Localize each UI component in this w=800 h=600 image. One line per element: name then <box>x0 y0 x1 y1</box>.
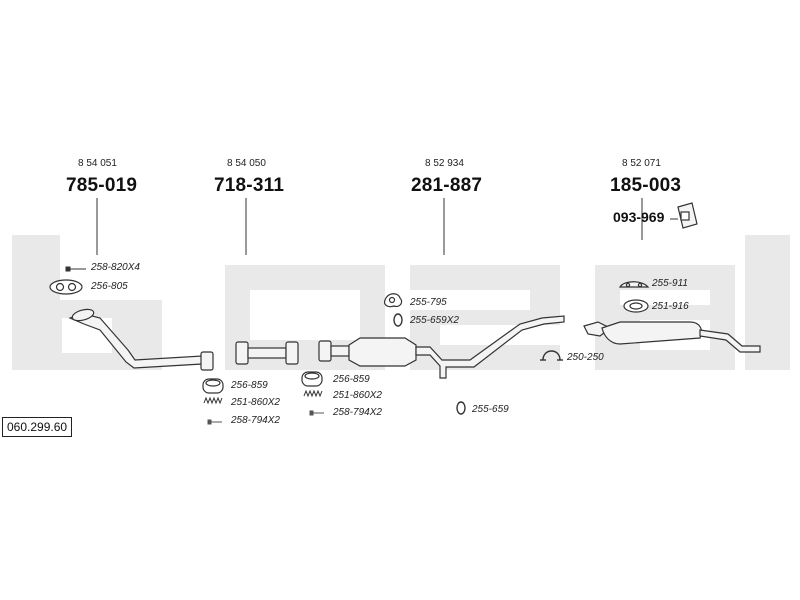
bolt-icon-small <box>207 410 324 425</box>
hanger-255-795 <box>383 293 403 308</box>
part-label: 255-659 <box>472 404 509 415</box>
part-label: 258-794X2 <box>333 407 382 418</box>
part-label: 255-911 <box>652 278 688 289</box>
ring-255-659 <box>456 401 466 415</box>
ring-255-659x2 <box>393 313 403 327</box>
part-label: 251-860X2 <box>333 390 382 401</box>
mid-pipe-718-311 <box>235 341 299 365</box>
clamp-250-250 <box>540 350 563 361</box>
bolt-icon <box>65 266 86 272</box>
part-label: 258-794X2 <box>231 415 280 426</box>
oe-number: 8 52 071 <box>622 158 661 169</box>
part-label: 256-859 <box>231 380 268 391</box>
rear-silencer-185-003 <box>583 321 761 353</box>
bracket-093-969 <box>677 202 698 229</box>
part-label: 256-805 <box>91 281 128 292</box>
part-number: 785-019 <box>66 175 138 196</box>
oe-number: 8 54 050 <box>227 158 266 169</box>
gasket-251-916 <box>623 299 649 313</box>
part-label: 251-916 <box>652 301 689 312</box>
spring-icon <box>203 389 323 405</box>
part-label: 250-250 <box>567 352 604 363</box>
catalog-number: 060.299.60 <box>2 417 73 437</box>
part-number: 718-311 <box>214 175 285 196</box>
part-label: 251-860X2 <box>231 397 280 408</box>
part-number: 281-887 <box>411 175 483 196</box>
part-label: 255-659X2 <box>410 315 459 326</box>
part-number: 185-003 <box>610 175 682 196</box>
part-label: 258-820X4 <box>91 262 140 273</box>
oe-number: 8 52 934 <box>425 158 464 169</box>
front-pipe-785-019 <box>68 308 214 371</box>
ring-256-859-a <box>202 378 224 394</box>
rubber-255-911 <box>618 281 650 288</box>
leader-lines <box>96 198 678 255</box>
gasket-256-805 <box>49 279 83 295</box>
part-label: 256-859 <box>333 374 370 385</box>
extra-part-number: 093-969 <box>613 209 665 225</box>
oe-number: 8 54 051 <box>78 158 117 169</box>
ring-256-859-b <box>301 371 323 387</box>
front-silencer-281-887 <box>318 315 565 379</box>
part-label: 255-795 <box>410 297 447 308</box>
